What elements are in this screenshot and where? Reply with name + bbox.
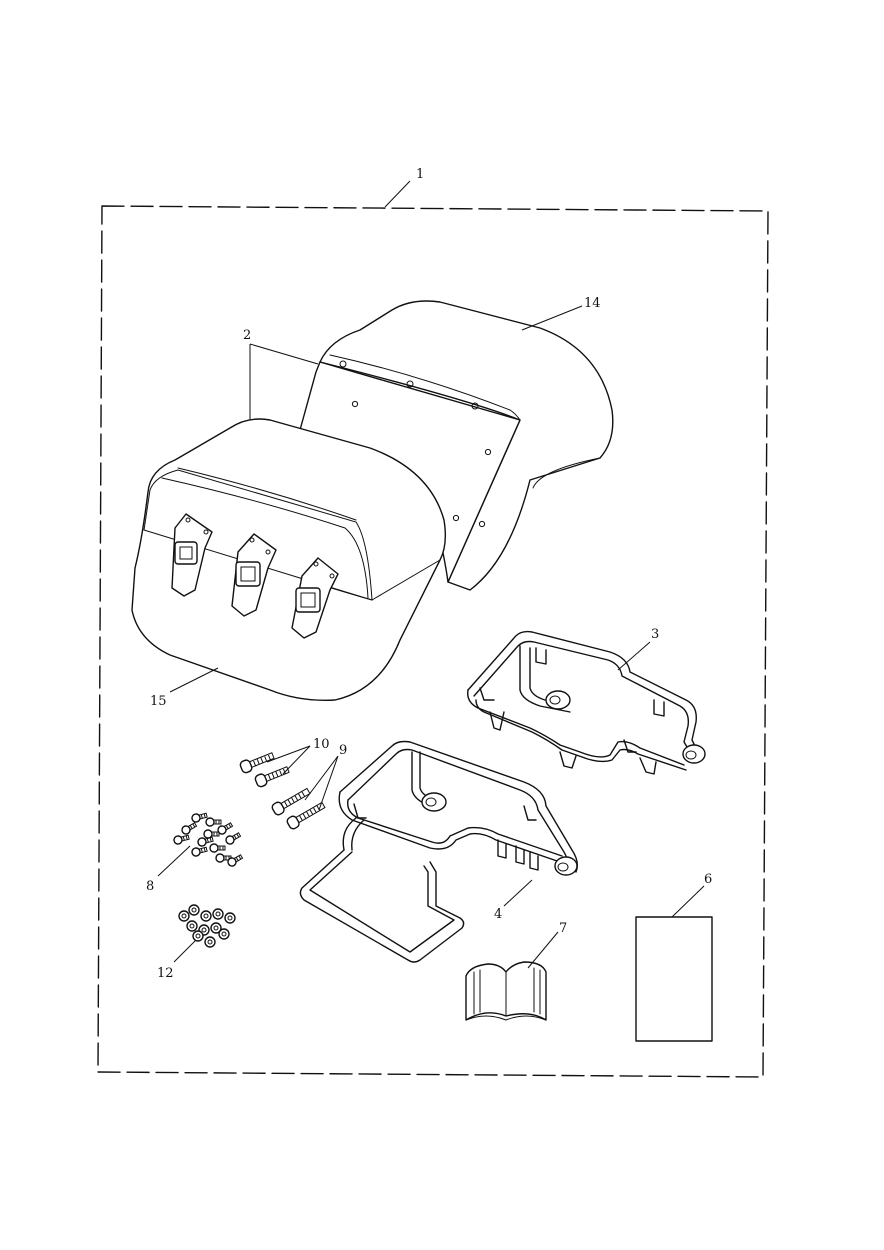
nut-icon (224, 912, 236, 924)
screw-icon (203, 829, 220, 839)
screw-icon (205, 817, 222, 827)
callout-14: 14 (584, 296, 601, 311)
manual-book-icon (465, 961, 547, 1021)
callout-9: 9 (339, 743, 347, 758)
callout-7: 7 (559, 921, 567, 936)
nut-icon (204, 936, 216, 948)
nut-icon (218, 928, 230, 940)
kit-boundary (97, 205, 769, 1078)
screw-icon (215, 853, 232, 863)
bolt-set-9-icon (271, 787, 326, 830)
screw-icon (191, 846, 208, 857)
nut-icon (210, 922, 222, 934)
nut-icon (178, 910, 190, 922)
nut-icon (200, 910, 212, 922)
pannier-front-icon (131, 418, 447, 701)
nut-icon (212, 908, 224, 920)
mounting-frame-4-icon (299, 740, 579, 963)
screw-cluster-8-icon (173, 812, 244, 867)
screw-icon (227, 854, 244, 867)
callout-10: 10 (313, 737, 330, 752)
callout-1: 1 (416, 167, 424, 182)
callout-4: 4 (494, 907, 502, 922)
callout-12: 12 (157, 966, 174, 981)
leader-lines (157, 180, 705, 969)
bolt-set-10-icon (239, 752, 290, 788)
screw-icon (191, 812, 208, 823)
callout-2: 2 (243, 328, 251, 343)
nut-icon (186, 920, 198, 932)
instruction-sheet-icon (635, 916, 713, 1042)
nut-icon (192, 930, 204, 942)
screw-icon (181, 822, 198, 835)
nut-cluster-12-icon (178, 904, 236, 948)
nut-icon (188, 904, 200, 916)
callout-15: 15 (150, 694, 167, 709)
screw-icon (225, 832, 242, 845)
screw-icon (209, 843, 226, 853)
callout-6: 6 (704, 872, 712, 887)
screw-icon (173, 834, 190, 845)
callout-3: 3 (651, 627, 659, 642)
mounting-frame-3-icon (467, 630, 706, 775)
callout-8: 8 (146, 879, 154, 894)
